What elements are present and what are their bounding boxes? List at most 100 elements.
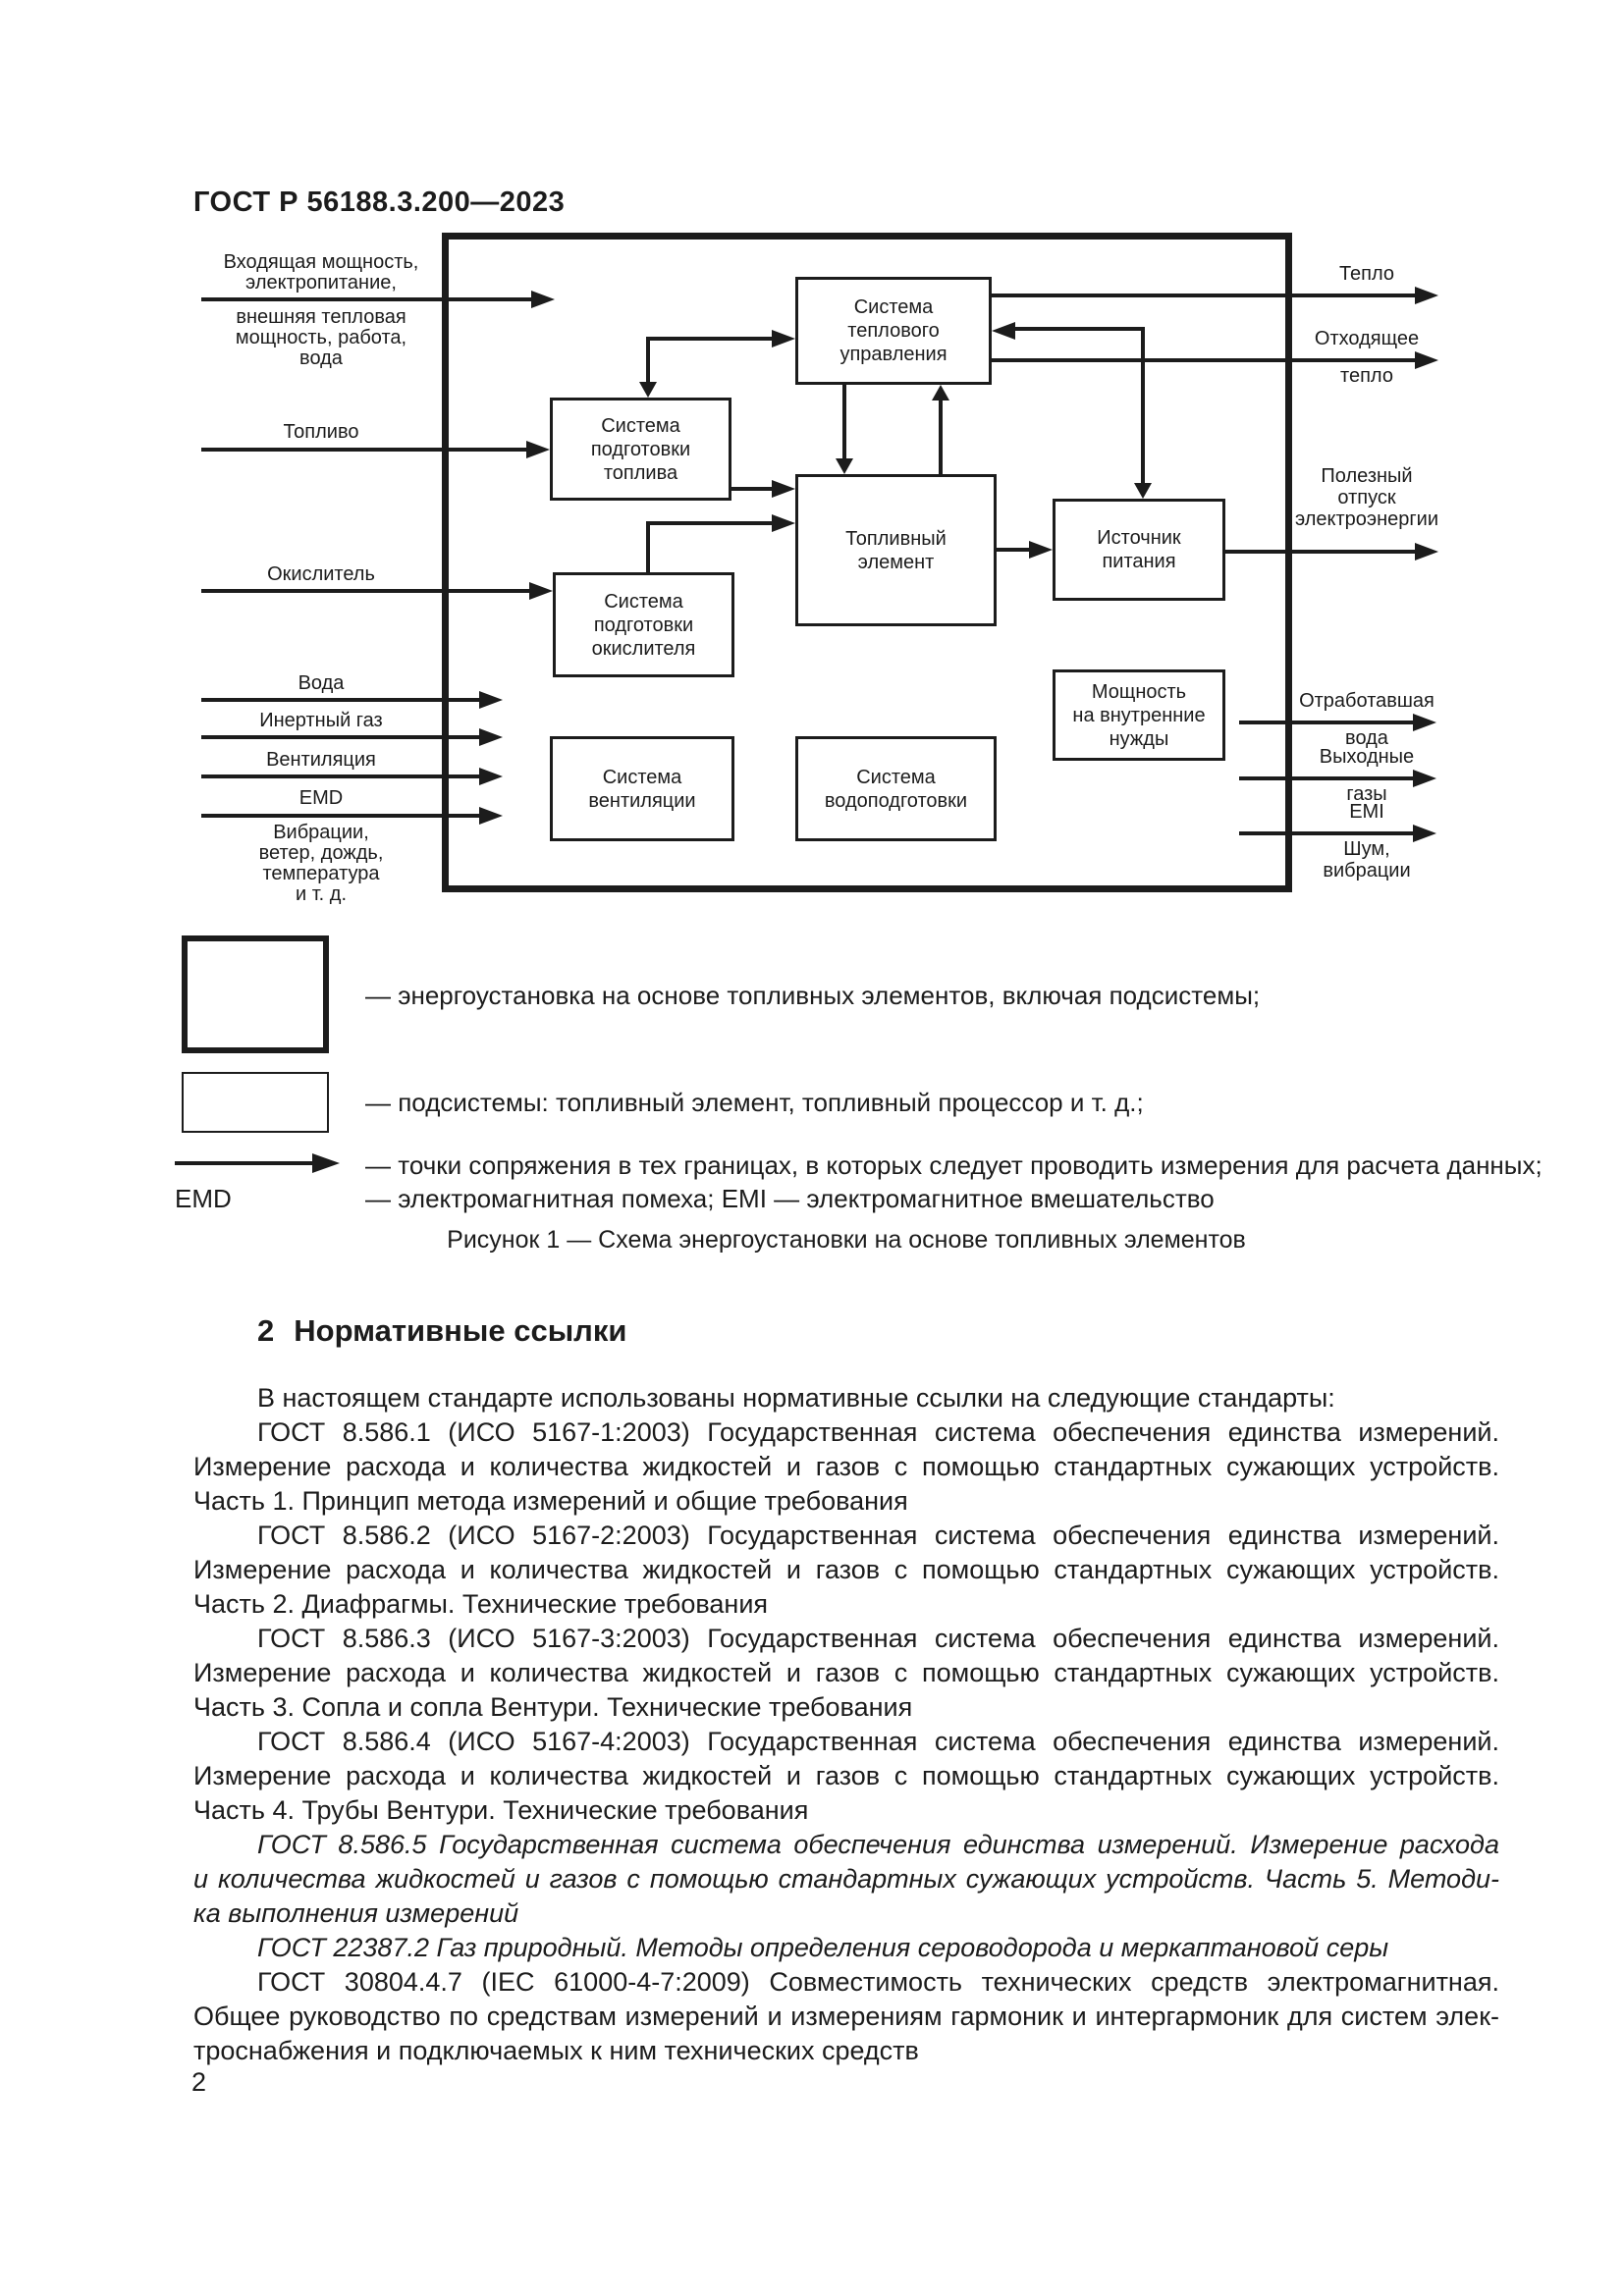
input-environment-label: Вибрации, ветер, дождь, температура и т.… [258,822,384,905]
page-header: ГОСТ Р 56188.3.200—2023 [193,187,566,218]
arrowhead-right-icon [479,768,503,785]
body-line: Часть 2. Диафрагмы. Технические требован… [193,1589,769,1619]
box-internal-power: Мощность на внутренние нужды [1053,669,1225,761]
output-waste-heat-label-above: Отходящее [1314,328,1420,349]
input-emd-label: EMD [298,787,344,809]
output-heat-line [992,294,1415,297]
arrowhead-right-icon [1415,543,1438,561]
input-power-label-below: внешняя тепловая мощность, работа, вода [235,306,407,369]
legend-item-3: — точки сопряжения в тех границах, в кот… [365,1150,1543,1180]
link-line [646,521,772,525]
legend-item-4: — электромагнитная помеха; EMI — электро… [365,1184,1215,1213]
output-waste-heat-label-below: тепло [1340,365,1393,387]
output-exhaust-label-above: Выходные [1319,746,1415,768]
body-line: ГОСТ 8.586.5 Государственная система обе… [257,1830,1499,1859]
body-line: Общее руководство по средствам измерений… [193,2002,1499,2031]
section-number: 2 [257,1313,275,1348]
input-fuel-line [201,448,526,452]
body-line: Измерение расхода и количества жидкостей… [193,1452,1499,1481]
body-line: ГОСТ 8.586.2 (ИСО 5167-2:2003) Государст… [257,1521,1499,1550]
body-line: ГОСТ 30804.4.7 (IEC 61000-4-7:2009) Совм… [257,1967,1499,1997]
arrowhead-right-icon [479,807,503,825]
legend-thick-box-symbol [182,935,329,1053]
body-line: ГОСТ 8.586.4 (ИСО 5167-4:2003) Государст… [257,1727,1499,1756]
system-boundary-box [442,233,1292,892]
input-emd-line [201,814,479,818]
arrowhead-right-icon [1413,714,1436,731]
box-fuel-cell: Топливный элемент [795,474,997,626]
output-waste-water-label-above: Отработавшая [1299,690,1435,712]
input-water-line [201,698,479,702]
arrowhead-up-icon [932,385,949,400]
input-oxidizer-label: Окислитель [267,563,375,585]
output-exhaust-line [1239,776,1413,780]
arrowhead-down-icon [836,458,853,474]
section-title: Нормативные ссылки [294,1313,627,1348]
legend-emd-symbol: EMD [175,1184,232,1213]
link-line [646,337,772,341]
section-heading: 2 Нормативные ссылки [257,1313,626,1349]
link-line [646,337,650,384]
arrowhead-right-icon [772,514,795,532]
arrowhead-right-icon [1415,287,1438,304]
output-emi-line [1239,831,1413,835]
body-line: ГОСТ 22387.2 Газ природный. Методы опред… [257,1933,1389,1962]
link-line [731,487,772,491]
arrowhead-right-icon [529,582,553,600]
legend-thin-box-symbol [182,1072,329,1133]
arrowhead-right-icon [772,480,795,498]
input-water-label: Вода [298,672,345,694]
arrowhead-right-icon [479,728,503,746]
box-oxidizer-preparation: Система подготовки окислителя [553,572,734,677]
box-fuel-preparation: Система подготовки топлива [550,398,731,501]
legend-item-1: — энергоустановка на основе топливных эл… [365,981,1261,1010]
link-line [939,400,943,474]
box-power-source: Источник питания [1053,499,1225,601]
input-power-label-above: Входящая мощность, электропитание, [223,251,419,294]
link-line [997,548,1029,552]
input-fuel-label: Топливо [283,421,359,443]
output-emi-label: EMI [1349,801,1384,823]
box-water-treatment: Система водоподготовки [795,736,997,841]
arrowhead-right-icon [312,1153,340,1173]
arrowhead-right-icon [1415,351,1438,369]
arrowhead-right-icon [1029,541,1053,559]
box-ventilation: Система вентиляции [550,736,734,841]
input-ventilation-label: Вентиляция [266,749,376,771]
arrowhead-down-icon [639,382,657,398]
link-line [1141,327,1145,483]
output-waste-heat-line [992,358,1415,362]
link-line [1015,327,1145,331]
body-line: Измерение расхода и количества жидкостей… [193,1658,1499,1687]
page-number: 2 [191,2067,207,2097]
arrowhead-down-icon [1134,483,1152,499]
body-line: Часть 1. Принцип метода измерений и общи… [193,1486,908,1516]
body-line: Часть 4. Трубы Вентури. Технические треб… [193,1795,809,1825]
arrowhead-right-icon [1413,825,1436,842]
output-electricity-line [1225,550,1415,554]
body-line: Измерение расхода и количества жидкостей… [193,1555,1499,1584]
output-electricity-label: Полезный отпуск электроэнергии [1294,465,1439,530]
figure-caption: Рисунок 1 — Схема энергоустановки на осн… [447,1226,1246,1254]
input-oxidizer-line [201,589,529,593]
arrowhead-right-icon [772,330,795,347]
body-line: троснабжения и подключаемых к ним технич… [193,2036,919,2065]
arrowhead-right-icon [1413,770,1436,787]
box-thermal-management: Система теплового управления [795,277,992,385]
output-noise-label: Шум, вибрации [1323,838,1411,881]
output-exhaust-label-below: газы [1346,783,1387,805]
output-waste-water-line [1239,721,1413,724]
legend-arrow-symbol [175,1161,312,1165]
arrowhead-left-icon [992,322,1015,340]
link-line [646,521,650,572]
legend-item-2: — подсистемы: топливный элемент, топливн… [365,1088,1144,1117]
arrowhead-right-icon [531,291,555,308]
body-line: Измерение расхода и количества жидкостей… [193,1761,1499,1790]
body-line: ГОСТ 8.586.1 (ИСО 5167-1:2003) Государст… [257,1417,1499,1447]
arrowhead-right-icon [479,691,503,709]
body-line: ка выполнения измерений [193,1898,519,1928]
body-line: ГОСТ 8.586.3 (ИСО 5167-3:2003) Государст… [257,1624,1499,1653]
input-ventilation-line [201,774,479,778]
input-power-line [201,297,531,301]
